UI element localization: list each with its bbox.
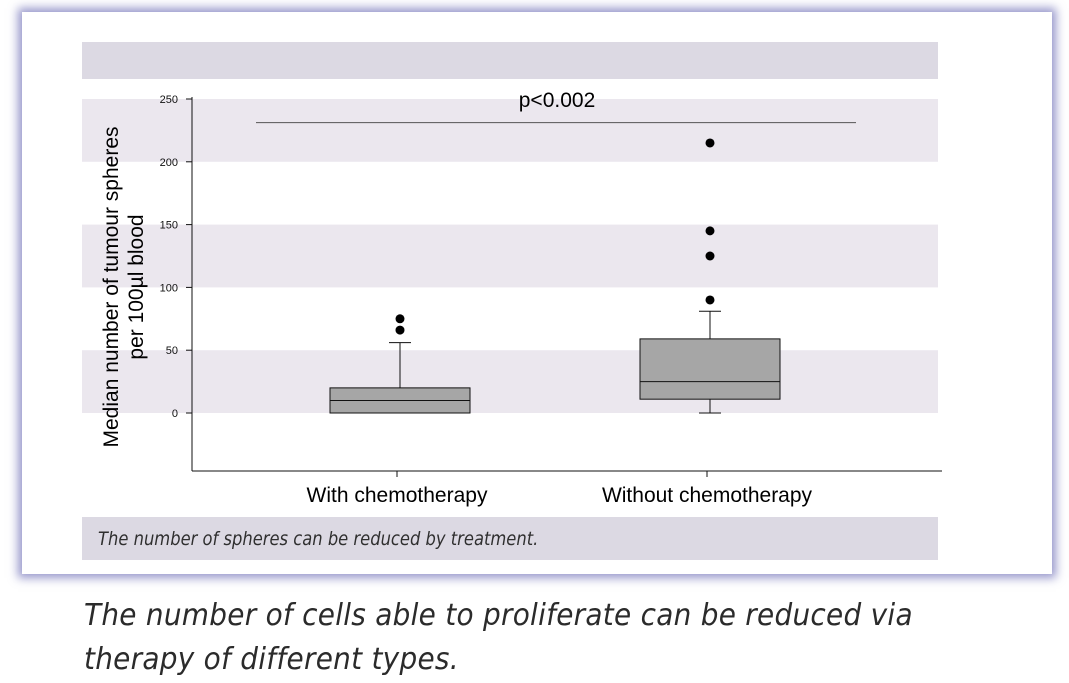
- y-tick-label: 250: [160, 94, 178, 106]
- y-axis-label: Median number of tumour spheresper 100µl…: [100, 127, 148, 448]
- caption-bar: The number of spheres can be reduced by …: [82, 517, 938, 560]
- significance-annotation: p<0.002: [256, 89, 856, 124]
- chart-axes: [191, 97, 942, 472]
- figure-header-band: [82, 42, 938, 79]
- figure-caption: The number of spheres can be reduced by …: [98, 528, 539, 550]
- x-tick-label: Without chemotherapy: [602, 484, 813, 507]
- outlier-point: [705, 251, 715, 261]
- y-axis-label-line: per 100µl blood: [125, 214, 148, 359]
- y-tick-label: 100: [160, 282, 178, 294]
- background-band: [82, 350, 938, 413]
- x-tick-label: With chemotherapy: [307, 484, 488, 507]
- outlier-point: [705, 138, 715, 148]
- y-tick-label: 50: [166, 345, 178, 357]
- background-band: [82, 224, 938, 288]
- outlier-point: [705, 226, 715, 236]
- background-bands: [82, 99, 938, 413]
- body-paragraph: The number of cells able to proliferate …: [84, 598, 913, 677]
- outlier-point: [395, 325, 405, 335]
- outlier-point: [395, 314, 405, 324]
- background-band: [82, 99, 938, 162]
- y-tick-label: 200: [160, 157, 178, 169]
- box-iqr: [639, 338, 781, 400]
- outlier-point: [705, 295, 715, 305]
- x-ticks: With chemotherapy Without chemotherapy: [307, 471, 813, 507]
- y-tick-label: 0: [172, 408, 178, 420]
- significance-label: p<0.002: [519, 89, 596, 112]
- y-tick-label: 150: [160, 220, 178, 232]
- box-series: [329, 138, 781, 414]
- y-axis-label-line: Median number of tumour spheres: [100, 127, 123, 448]
- y-ticks: 0 50 100 150 200 250: [160, 94, 192, 420]
